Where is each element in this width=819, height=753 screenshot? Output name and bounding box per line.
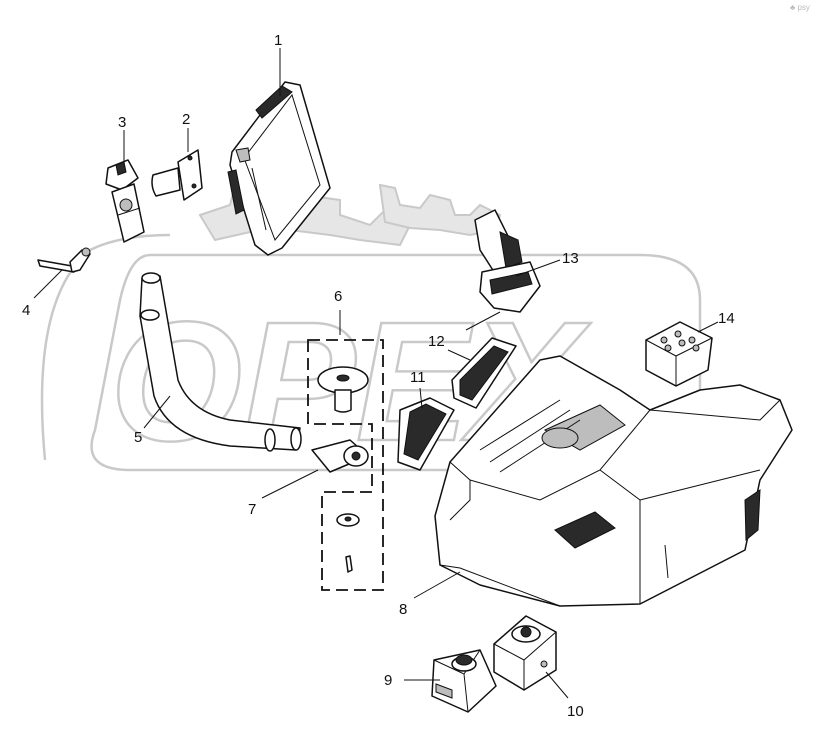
part-9-control-module [431,649,497,713]
callout-14: 14 [718,310,735,327]
part-11-switch-panel [397,397,455,471]
callout-5: 5 [134,429,142,446]
part-12-switch-panel [451,337,517,409]
part-13-joystick [465,209,541,331]
callout-7: 7 [248,501,256,518]
corner-mark: ♣ psу [790,3,810,12]
part-5-tube [139,272,302,452]
part-10-control-module [493,615,557,691]
callout-12: 12 [428,333,445,350]
callout-1: 1 [274,32,282,49]
callout-4: 4 [22,302,30,319]
callout-13: 13 [562,250,579,267]
callout-8: 8 [399,601,407,618]
part-3-clamp [105,159,145,243]
part-2-bracket [151,149,203,201]
leader-lines [33,48,719,699]
part-4-bolt [37,247,91,273]
callout-2: 2 [182,111,190,128]
callout-10: 10 [567,703,584,720]
callout-9: 9 [384,672,392,689]
callout-3: 3 [118,114,126,131]
callout-11: 11 [410,369,426,386]
part-8-console [434,355,793,607]
part-14-relay-block [645,321,713,387]
part-6-7-assembly [307,310,384,591]
callout-6: 6 [334,288,342,305]
part-1-display [227,81,331,256]
